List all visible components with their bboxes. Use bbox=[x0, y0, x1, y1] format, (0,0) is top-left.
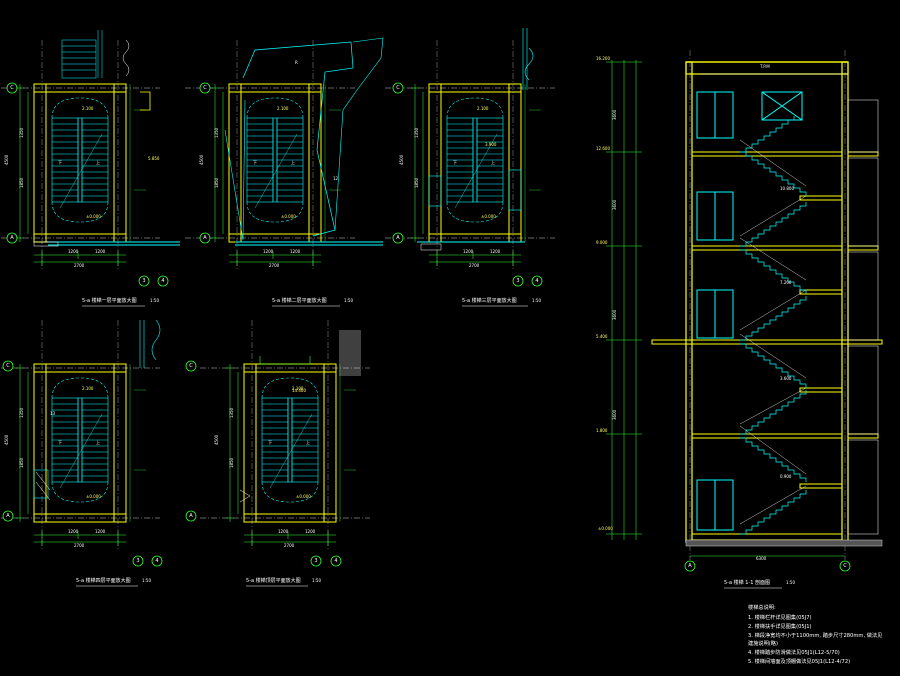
plan-4-scale: 1:50 bbox=[142, 578, 151, 583]
note-line-4: 建施说明(略) bbox=[748, 639, 778, 647]
plan-4: 13 bbox=[0, 319, 161, 551]
grid-label-3-5: 3 bbox=[314, 558, 317, 564]
grid-label-4-5: 4 bbox=[334, 558, 337, 564]
svg-text:7.200: 7.200 bbox=[780, 280, 792, 285]
drawing-titles: 5-a 楼梯一层平面放大图 1:50 5-a 楼梯二层平面放大图 1:50 5-… bbox=[76, 297, 795, 589]
grid-label-section-c: C bbox=[843, 563, 847, 569]
grid-label-section-a: A bbox=[688, 563, 692, 569]
svg-text:3600: 3600 bbox=[612, 109, 617, 120]
svg-text:3.900: 3.900 bbox=[485, 142, 497, 147]
grid-label-c-3: C bbox=[396, 85, 400, 91]
svg-text:3.600: 3.600 bbox=[780, 376, 792, 381]
note-line-3: 3. 梯段净宽均不小于1100mm, 踏步尺寸280mm, 做法见 bbox=[748, 631, 882, 639]
plan-2-scale: 1:50 bbox=[344, 298, 353, 303]
grid-label-a-3: A bbox=[396, 235, 400, 241]
svg-text:10.800: 10.800 bbox=[780, 186, 794, 191]
general-notes: 楼梯总说明: 1. 楼梯栏杆详见图集(05J7) 2. 楼梯扶手详见图集(05J… bbox=[748, 603, 882, 665]
plan-4-title: 5-a 楼梯四层平面放大图 bbox=[76, 577, 131, 584]
svg-text:3600: 3600 bbox=[612, 309, 617, 320]
svg-text:6300: 6300 bbox=[756, 556, 767, 561]
note-line-2: 2. 楼梯扶手详见图集(05J1) bbox=[748, 622, 812, 630]
svg-text:1.800: 1.800 bbox=[596, 428, 608, 433]
grid-label-c-5: C bbox=[189, 363, 193, 369]
grid-label-c-1: C bbox=[10, 85, 14, 91]
section-title: 5-a 楼梯 1-1 剖面图 bbox=[724, 579, 770, 586]
grid-label-a-1: A bbox=[10, 235, 14, 241]
plan-3: 3.900 bbox=[384, 28, 556, 271]
plan-5-scale: 1:50 bbox=[312, 578, 321, 583]
grid-label-c-2: C bbox=[203, 85, 207, 91]
plan-3-scale: 1:50 bbox=[532, 298, 541, 303]
grid-label-a-5: A bbox=[189, 513, 193, 519]
grid-label-3-3: 3 bbox=[516, 278, 519, 284]
plan-1-title: 5-a 楼梯一层平面放大图 bbox=[82, 297, 137, 304]
svg-text:5.850: 5.850 bbox=[148, 156, 160, 161]
svg-text:9.000: 9.000 bbox=[596, 240, 608, 245]
grid-label-3-1: 3 bbox=[142, 278, 145, 284]
note-line-1: 1. 楼梯栏杆详见图集(05J7) bbox=[748, 613, 812, 621]
grid-label-4-4: 4 bbox=[155, 558, 158, 564]
grid-label-a-4: A bbox=[6, 513, 10, 519]
note-line-6: 5. 楼梯间墙面及顶棚做法见05J1(L12-4/72) bbox=[748, 657, 850, 665]
svg-text:14.400: 14.400 bbox=[292, 388, 306, 393]
svg-text:12: 12 bbox=[333, 176, 339, 181]
svg-text:R: R bbox=[295, 60, 298, 65]
plan-1-scale: 1:50 bbox=[150, 298, 159, 303]
svg-text:5.400: 5.400 bbox=[596, 334, 608, 339]
grid-label-4-3: 4 bbox=[535, 278, 538, 284]
grid-label-c-4: C bbox=[6, 363, 10, 369]
svg-text:3600: 3600 bbox=[612, 199, 617, 210]
note-line-5: 4. 楼梯踏步防滑做法见05J1(L12-5/70) bbox=[748, 648, 840, 656]
plan-2-title: 5-a 楼梯二层平面放大图 bbox=[272, 297, 327, 304]
svg-text:12.600: 12.600 bbox=[596, 146, 610, 151]
section-1-1: 16.200 12.600 9.000 5.400 1.800 ±0.000 1… bbox=[596, 50, 883, 561]
plan-5: 14.400 bbox=[199, 319, 371, 551]
grid-label-4-1: 4 bbox=[161, 278, 164, 284]
notes-heading: 楼梯总说明: bbox=[748, 603, 776, 611]
section-scale: 1:50 bbox=[786, 580, 795, 585]
svg-text:T.P.M: T.P.M bbox=[759, 64, 770, 69]
grid-label-a-2: A bbox=[203, 235, 207, 241]
plan-5-title: 5-a 楼梯顶层平面放大图 bbox=[246, 577, 301, 584]
svg-text:13: 13 bbox=[50, 411, 56, 416]
grid-label-3-4: 3 bbox=[136, 558, 139, 564]
plan-3-title: 5-a 楼梯三层平面放大图 bbox=[462, 297, 517, 304]
svg-text:16.200: 16.200 bbox=[596, 56, 610, 61]
plan-1: 5.850 bbox=[0, 30, 180, 271]
svg-text:±0.000: ±0.000 bbox=[598, 526, 613, 531]
svg-text:0.900: 0.900 bbox=[780, 474, 792, 479]
svg-text:3600: 3600 bbox=[612, 409, 617, 420]
grid-bubbles: C A 3 4 C A C A 3 4 C A 3 4 C A 3 4 bbox=[2, 82, 851, 572]
plan-2: R 12 bbox=[184, 37, 384, 271]
